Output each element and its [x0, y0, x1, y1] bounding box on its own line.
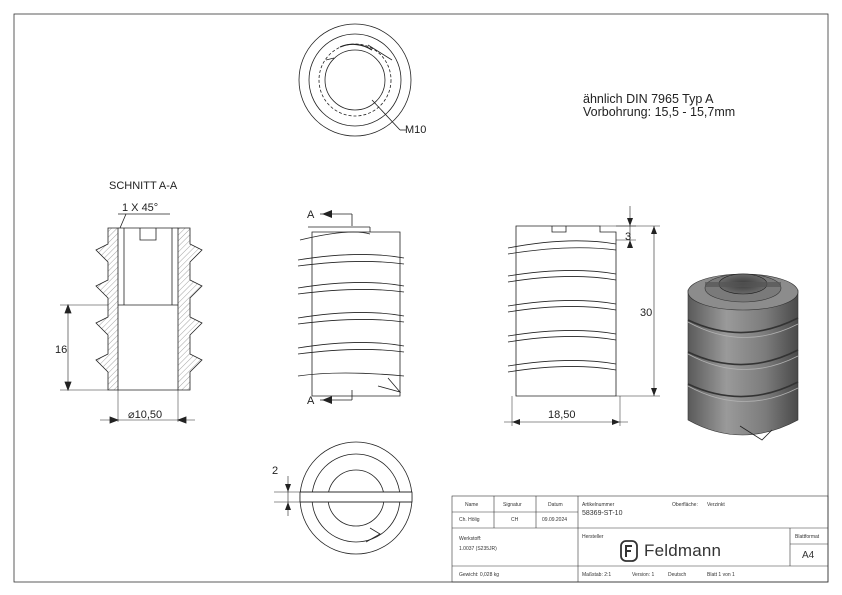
tb-scale: Maßstab: 2:1: [582, 572, 612, 578]
dim-18-50: 18,50: [548, 409, 576, 421]
front-view: [297, 213, 405, 401]
tb-header-signature: Signatur: [503, 502, 522, 508]
tb-material-value: 1.0037 (S235JR): [459, 546, 497, 552]
tb-article-value: 58369-ST-10: [582, 510, 623, 517]
thread-label: M10: [405, 124, 426, 136]
dim-diameter: ⌀10,50: [128, 409, 162, 421]
chamfer-label: 1 X 45°: [122, 202, 158, 214]
tb-header-name: Name: [465, 502, 479, 508]
feldmann-logo-icon: [620, 540, 638, 562]
dim-16: 16: [55, 344, 67, 356]
tb-format-label: Blattformat: [795, 534, 820, 540]
tb-weight: Gewicht: 0,028 kg: [459, 572, 500, 578]
bottom-view: [274, 441, 413, 555]
dim-2-arrows: [285, 484, 291, 510]
tb-header-date: Datum: [548, 502, 563, 508]
tb-drawn-date: 09.09.2024: [542, 517, 568, 523]
spec-note-predrill: Vorbohrung: 15,5 - 15,7mm: [583, 105, 736, 119]
section-view: [60, 213, 203, 424]
title-block-grid: [451, 495, 829, 583]
tb-format-value: A4: [802, 550, 815, 561]
spec-notes: ähnlich DIN 7965 Typ A Vorbohrung: 15,5 …: [583, 93, 735, 119]
tb-drawn-signature: CH: [511, 517, 519, 523]
section-arrow-bottom: [322, 396, 332, 404]
insert-render: [687, 273, 799, 441]
section-mark-bottom: A: [307, 395, 315, 407]
brand-name: Feldmann: [644, 541, 722, 560]
tb-surface-label: Oberfläche:: [672, 502, 698, 508]
tb-surface-value: Verzinkt: [707, 502, 725, 508]
dim-30: 30: [640, 307, 652, 319]
tb-material-label: Werkstoff:: [459, 536, 482, 542]
tb-article-label: Artikelnummer: [582, 502, 615, 508]
dim-3-arrows: [627, 218, 633, 248]
section-mark-top: A: [307, 209, 315, 221]
tb-drawn-name: Ch. Hölig: [459, 517, 480, 523]
side-view: [504, 206, 660, 426]
top-view: [298, 23, 412, 137]
section-title: SCHNITT A-A: [109, 180, 178, 192]
tb-version: Version: 1: [632, 572, 655, 578]
dim-2: 2: [272, 465, 278, 477]
section-arrow-top: [322, 210, 332, 218]
sheet-border: [13, 13, 829, 583]
tb-sheet: Blatt 1 von 1: [707, 572, 735, 578]
tb-language: Deutsch: [668, 572, 687, 578]
brand-logo: Feldmann: [620, 540, 721, 562]
tb-manufacturer-label: Hersteller: [582, 534, 604, 540]
spec-note-din: ähnlich DIN 7965 Typ A: [583, 92, 714, 106]
dim-3: 3: [625, 231, 631, 243]
